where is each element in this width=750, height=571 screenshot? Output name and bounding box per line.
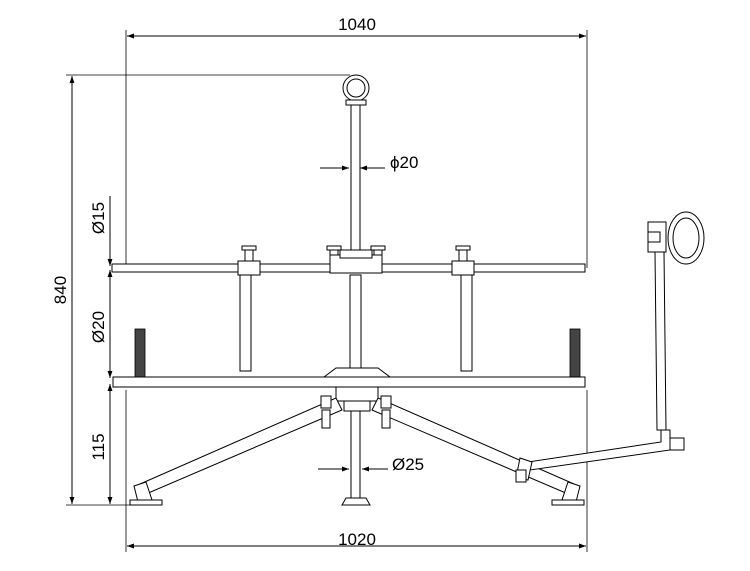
dimension-top-width: 1040 bbox=[125, 15, 588, 268]
lower-base-bar bbox=[112, 367, 586, 412]
central-rod bbox=[349, 104, 362, 499]
upper-clamp-screws bbox=[241, 245, 471, 262]
center-foot bbox=[341, 497, 371, 506]
middle-height-label: Ø20 bbox=[89, 311, 108, 343]
support-posts bbox=[239, 274, 473, 372]
top-width-label: 1040 bbox=[338, 15, 376, 34]
rod-diameter-label: ϕ20 bbox=[390, 153, 418, 172]
dimension-stacked-heights: Ø15 Ø20 115 bbox=[89, 196, 113, 504]
dimension-total-height: 840 bbox=[51, 74, 350, 506]
side-handle-assembly bbox=[515, 211, 705, 483]
dimension-foot-diameter: Ø25 bbox=[318, 455, 424, 474]
dimension-bottom-width: 1020 bbox=[125, 390, 588, 552]
lifting-ring bbox=[342, 74, 370, 106]
upper-height-label: Ø15 bbox=[89, 202, 108, 234]
total-height-label: 840 bbox=[51, 276, 70, 304]
bottom-width-label: 1020 bbox=[338, 530, 376, 549]
dimension-rod-diameter: ϕ20 bbox=[320, 153, 418, 172]
foot-diameter-label: Ø25 bbox=[392, 455, 424, 474]
lower-height-label: 115 bbox=[89, 433, 108, 460]
upper-crossbar bbox=[111, 249, 586, 276]
